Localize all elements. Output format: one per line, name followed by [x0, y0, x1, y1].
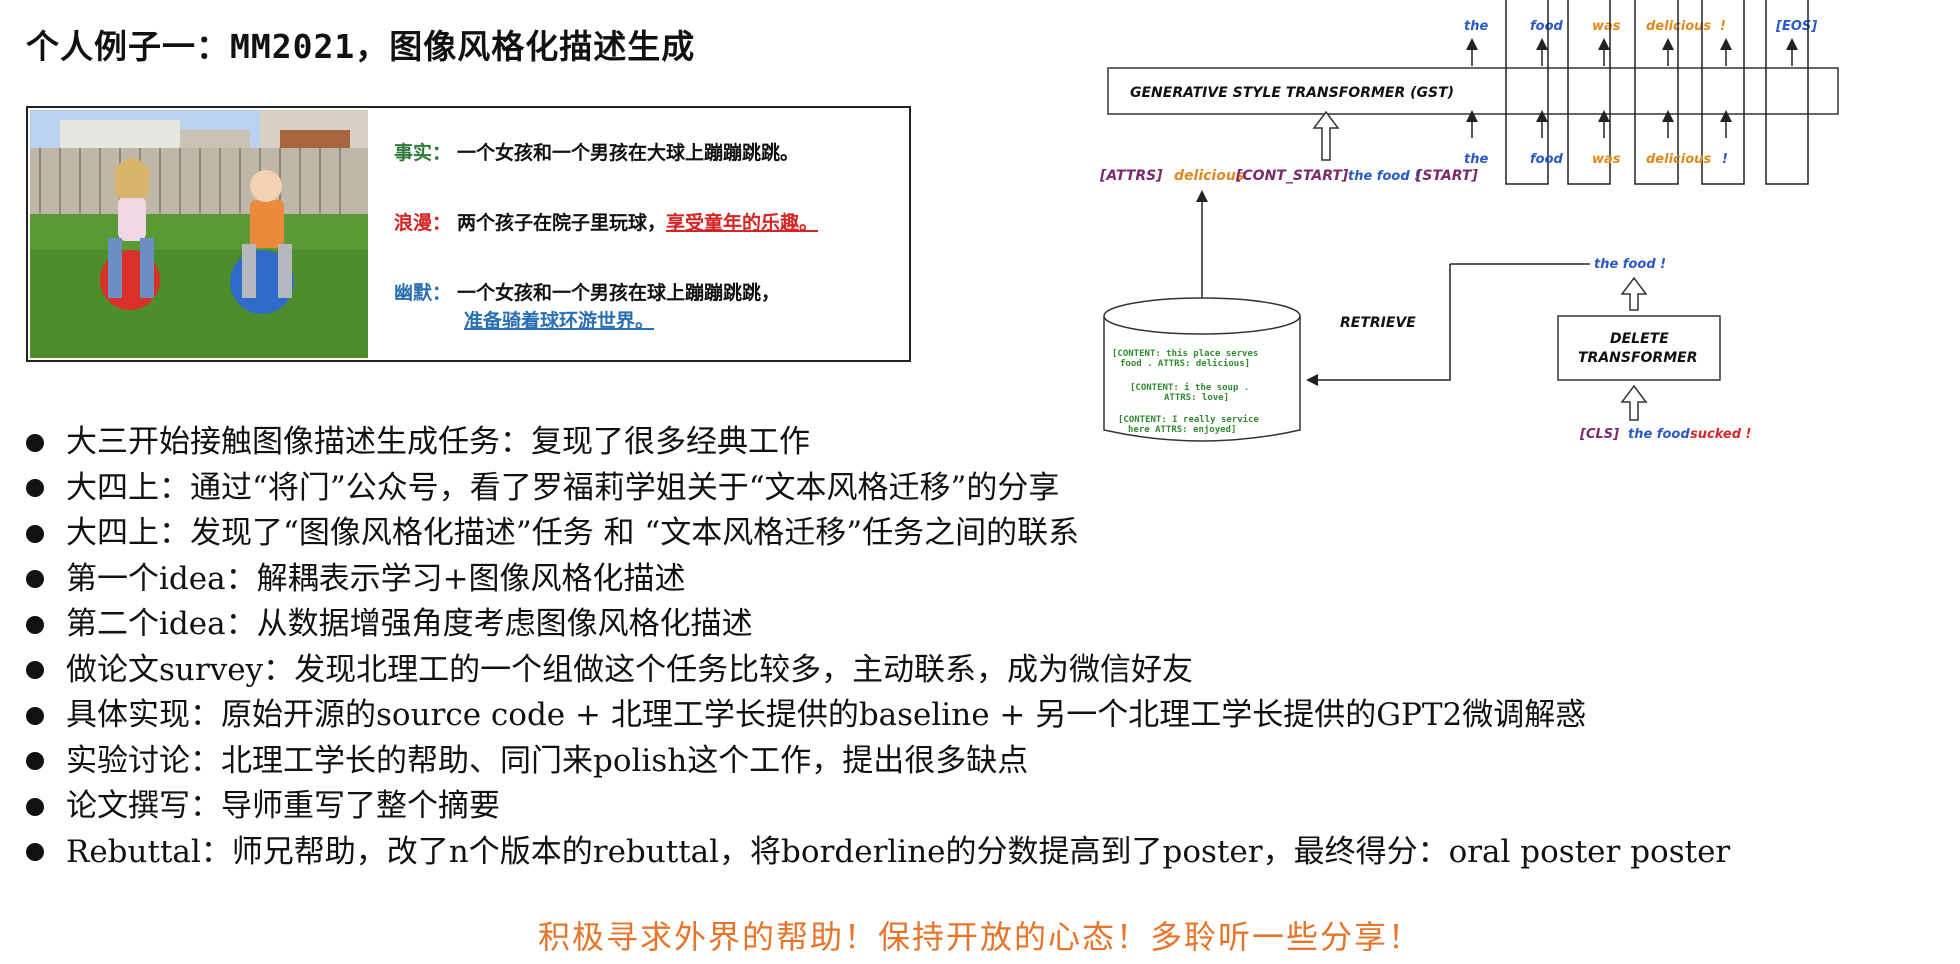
bullet-item: 大四上：通过“将门”公众号，看了罗福莉学姐关于“文本风格迁移”的分享	[26, 466, 1730, 512]
caption-fact-text: 一个女孩和一个男孩在大球上蹦蹦跳跳。	[457, 142, 800, 164]
bullet-dot	[26, 433, 44, 452]
db-line-3: [CONTENT: i the soup .	[1130, 382, 1249, 393]
out-token-3: was	[1592, 19, 1621, 34]
out-token-2: food	[1530, 19, 1564, 34]
example-photo	[30, 110, 368, 358]
bullet-dot	[26, 570, 44, 589]
bullet-item: 具体实现：原始开源的source code + 北理工学长提供的baseline…	[26, 693, 1730, 739]
attrs-value: delicious	[1174, 168, 1244, 184]
bullet-text: 大三开始接触图像描述生成任务：复现了很多经典工作	[66, 424, 810, 460]
retrieve-label: RETRIEVE	[1340, 315, 1416, 331]
bullet-text: 具体实现：原始开源的source code + 北理工学长提供的baseline…	[66, 697, 1587, 733]
bullet-text: Rebuttal：师兄帮助，改了n个版本的rebuttal，将borderlin…	[66, 833, 1731, 870]
retrieved-text: the food !	[1594, 257, 1666, 272]
bullet-dot	[26, 615, 44, 634]
in-token-1: the	[1464, 152, 1488, 167]
db-line-5: [CONTENT: I really service	[1118, 414, 1259, 425]
cont-start-tag: [CONT_START]	[1235, 168, 1349, 184]
caption-humor-text: 一个女孩和一个男孩在球上蹦蹦跳跳，	[457, 282, 781, 304]
caption-fact: 事实：一个女孩和一个男孩在大球上蹦蹦跳跳。	[394, 138, 799, 165]
bullet-item: 大四上：发现了“图像风格化描述”任务 和 “文本风格迁移”任务之间的联系	[26, 511, 1730, 557]
content-value: the food !	[1348, 169, 1420, 184]
bullet-dot	[26, 706, 44, 725]
in-token-2: food	[1530, 152, 1564, 167]
bullet-text: 论文撰写：导师重写了整个摘要	[66, 788, 500, 824]
bullet-text: 第二个idea：从数据增强角度考虑图像风格化描述	[66, 606, 753, 642]
bullet-text: 大四上：通过“将门”公众号，看了罗福莉学姐关于“文本风格迁移”的分享	[66, 469, 1060, 506]
bullet-item: 论文撰写：导师重写了整个摘要	[26, 784, 1730, 830]
attrs-tag: [ATTRS]	[1099, 168, 1163, 184]
out-token-6: [EOS]	[1775, 19, 1817, 34]
bullet-text: 大四上：发现了“图像风格化描述”任务 和 “文本风格迁移”任务之间的联系	[66, 515, 1080, 551]
cls-content: the food	[1628, 427, 1690, 442]
bullet-dot	[26, 479, 44, 498]
bullet-item: 第一个idea：解耦表示学习+图像风格化描述	[26, 557, 1730, 603]
gst-label: GENERATIVE STYLE TRANSFORMER (GST)	[1130, 85, 1454, 101]
example-box: 事实：一个女孩和一个男孩在大球上蹦蹦跳跳。 浪漫：两个孩子在院子里玩球，享受童年…	[26, 106, 911, 362]
cls-tag: [CLS]	[1579, 427, 1619, 442]
out-token-5: !	[1720, 19, 1726, 34]
experience-bullet-list: 大三开始接触图像描述生成任务：复现了很多经典工作 大四上：通过“将门”公众号，看…	[26, 420, 1730, 875]
db-line-1: [CONTENT: this place serves	[1112, 348, 1258, 359]
start-tag: [START]	[1415, 168, 1478, 184]
closing-message: 积极寻求外界的帮助！保持开放的心态！多聆听一些分享！	[537, 918, 1422, 956]
cls-style: sucked !	[1690, 427, 1752, 442]
db-line-4: ATTRS: love]	[1164, 393, 1229, 403]
db-line-2: food . ATTRS: delicious]	[1120, 358, 1250, 369]
caption-humor: 幽默：一个女孩和一个男孩在球上蹦蹦跳跳，	[394, 278, 780, 305]
out-token-1: the	[1464, 19, 1488, 34]
architecture-diagram: the food was delicious ! [EOS] GENERATIV…	[1099, 0, 1839, 442]
caption-romantic-text: 两个孩子在院子里玩球，	[457, 212, 667, 234]
bullet-dot	[26, 661, 44, 680]
bullet-text: 做论文survey：发现北理工的一个组做这个任务比较多，主动联系，成为微信好友	[66, 651, 1194, 688]
slide-title: 个人例子一：MM2021，图像风格化描述生成	[26, 27, 696, 66]
bullet-dot	[26, 797, 44, 816]
bullet-item: 做论文survey：发现北理工的一个组做这个任务比较多，主动联系，成为微信好友	[26, 648, 1730, 694]
db-line-6: here ATTRS: enjoyed]	[1128, 424, 1236, 435]
caption-humor-styled: 准备骑着球环游世界。	[464, 310, 655, 332]
caption-romantic: 浪漫：两个孩子在院子里玩球，享受童年的乐趣。	[394, 208, 818, 235]
caption-fact-label: 事实：	[394, 142, 452, 164]
bullet-item: Rebuttal：师兄帮助，改了n个版本的rebuttal，将borderlin…	[26, 830, 1730, 876]
in-token-3: was	[1592, 152, 1621, 167]
bullet-dot	[26, 524, 44, 543]
bullet-text: 第一个idea：解耦表示学习+图像风格化描述	[66, 560, 686, 597]
caption-humor-label: 幽默：	[394, 282, 452, 304]
caption-romantic-styled: 享受童年的乐趣。	[666, 212, 819, 234]
delete-label-1: DELETE	[1610, 331, 1669, 347]
caption-romantic-label: 浪漫：	[394, 212, 452, 234]
bullet-dot	[26, 843, 44, 862]
bullet-dot	[26, 752, 44, 771]
delete-label-2: TRANSFORMER	[1578, 350, 1698, 366]
in-token-4: delicious	[1646, 152, 1711, 167]
bullet-item: 大三开始接触图像描述生成任务：复现了很多经典工作	[26, 420, 1730, 466]
in-token-5: !	[1722, 152, 1728, 167]
bullet-item: 实验讨论：北理工学长的帮助、同门来polish这个工作，提出很多缺点	[26, 739, 1730, 785]
bullet-text: 实验讨论：北理工学长的帮助、同门来polish这个工作，提出很多缺点	[66, 742, 1029, 779]
bullet-item: 第二个idea：从数据增强角度考虑图像风格化描述	[26, 602, 1730, 648]
